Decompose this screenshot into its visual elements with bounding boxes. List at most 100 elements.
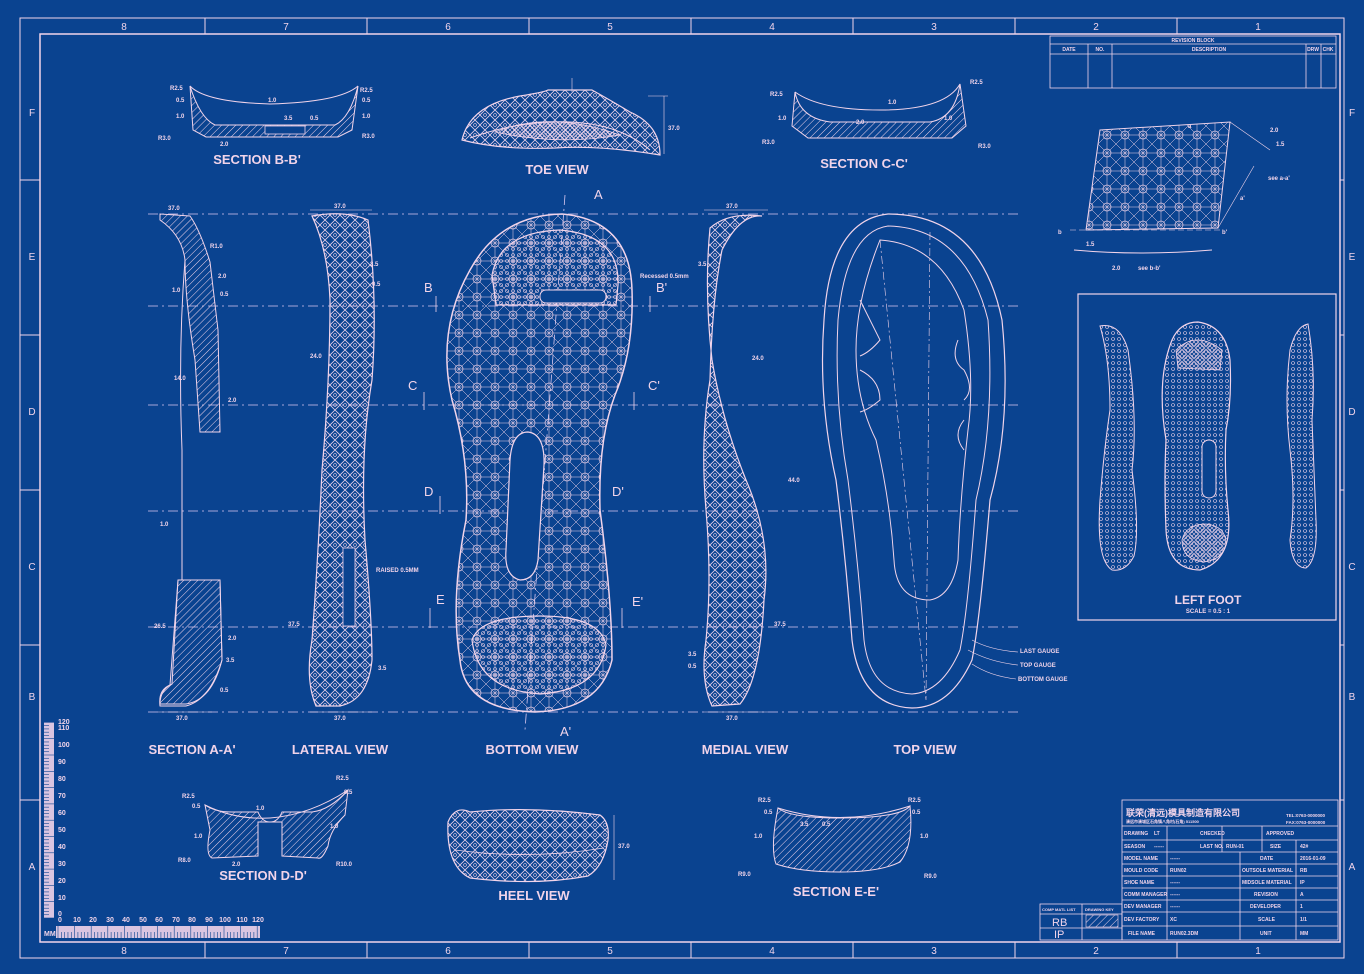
tb-value: 2016-01-09 [1300, 856, 1326, 862]
heel-view-title: HEEL VIEW [498, 888, 570, 903]
col-label: 1 [1255, 22, 1261, 33]
row-label: D [28, 407, 35, 418]
bottom-view-dims: Recessed 0.5mm [640, 274, 689, 280]
dim-label: 1.0 [362, 114, 371, 120]
col-label: 4 [769, 22, 775, 33]
dim-label: 2.0 [228, 636, 237, 642]
tb-label: APPROVED [1266, 831, 1294, 837]
ruler-label: 80 [58, 776, 66, 783]
col-label: 8 [121, 22, 127, 33]
section-dd-title: SECTION D-D' [219, 868, 307, 883]
col-label: 2 [1093, 22, 1099, 33]
dim-label: 24.0 [752, 356, 764, 362]
lateral-view-drawing [308, 209, 375, 713]
drawing-frame [19, 17, 1345, 959]
dim-label: 0.5 [764, 810, 773, 816]
ruler-unit: MM [44, 931, 56, 938]
tb-label: SCALE [1258, 917, 1276, 923]
dim-label: R9.0 [924, 874, 937, 880]
top-view-title: TOP VIEW [893, 742, 957, 757]
cut-mark: C [408, 378, 417, 393]
cut-mark: B [424, 280, 433, 295]
dim-label: a' [1240, 196, 1245, 202]
cut-mark: D' [612, 484, 624, 499]
lateral-view-dims: 37.0 3.5 0.5 24.0 RAISED 0.5MM 37.5 3.5 … [288, 204, 419, 722]
dim-label: 2.0 [218, 274, 227, 280]
dim-label: Recessed 0.5mm [640, 274, 689, 280]
dim-label: 1.5 [1276, 142, 1285, 148]
cut-markers: A A' B B' C C' D D' E E' [408, 187, 667, 739]
dim-label: R2.5 [758, 798, 771, 804]
revision-title: REVISION BLOCK [1171, 38, 1214, 44]
tb-value: XC [1170, 917, 1177, 923]
lateral-view-title: LATERAL VIEW [292, 742, 389, 757]
col-label: 2 [1093, 946, 1099, 957]
dim-label: 3.5 [226, 658, 235, 664]
dim-label: a [1188, 124, 1192, 130]
section-cc-dims: R2.5 1.0 R3.0 R2.5 R3.0 1.0 2.0 1.0 [762, 80, 991, 150]
dim-label: R3.0 [978, 144, 991, 150]
tb-label: DEV MANAGER [1124, 904, 1162, 910]
ruler-label: 10 [58, 895, 66, 902]
dim-label: R2.5 [170, 86, 183, 92]
dim-label: R8.0 [178, 858, 191, 864]
tb-label: OUTSOLE MATERIAL [1242, 868, 1293, 874]
dim-label: 3.5 [698, 262, 707, 268]
dim-label: 1.0 [920, 834, 929, 840]
dim-label: R2.5 [908, 798, 921, 804]
col-label: 6 [445, 946, 451, 957]
tb-label: SEASON [1124, 844, 1146, 850]
revision-labels: REVISION BLOCK DATE NO. DESCRIPTION DRW … [1062, 38, 1333, 53]
dim-label: 3.5 [370, 262, 379, 268]
revision-block [1049, 35, 1337, 89]
ruler-label: 0 [58, 917, 62, 924]
tb-value: RUN02 [1170, 868, 1187, 874]
dim-label: 0.5 [220, 292, 229, 298]
dim-label: 2.0 [228, 398, 237, 404]
section-aa-dims: 37.0 R1.0 2.0 1.0 0.5 14.0 2.0 1.0 26.5 … [154, 206, 237, 722]
dim-label: R9.0 [738, 872, 751, 878]
section-ee-drawing [772, 804, 912, 873]
cut-mark: E' [632, 594, 643, 609]
dim-label: R10.0 [336, 862, 353, 868]
row-label: A [29, 862, 36, 873]
tb-label: SHOE NAME [1124, 880, 1155, 886]
gauge-leaders [967, 639, 1019, 680]
dim-label: 37.0 [726, 716, 738, 722]
ruler-label: 120 [58, 719, 70, 726]
top-view-drawing [821, 213, 1006, 709]
dim-label: R3.0 [762, 140, 775, 146]
ruler-label: 30 [58, 861, 66, 868]
section-aa-title: SECTION A-A' [148, 742, 235, 757]
tb-value: 1/1 [1300, 917, 1307, 923]
dim-label: R3.0 [362, 134, 375, 140]
ruler-label: 60 [155, 917, 163, 924]
tb-value: ------ [1170, 892, 1180, 898]
row-label: D [1348, 407, 1355, 418]
tb-label: DRAWING KEY [1085, 907, 1114, 912]
tb-value: ------ [1154, 844, 1164, 850]
tb-label: COMM MANAGER [1124, 892, 1167, 898]
tb-value: A [1300, 892, 1304, 898]
left-foot-title: LEFT FOOT [1175, 593, 1242, 607]
dim-label: 37.5 [288, 622, 300, 628]
tb-label: LAST NO. [1200, 844, 1224, 850]
dim-label: 0.5 [362, 98, 371, 104]
ruler-label: 50 [139, 917, 147, 924]
col-label: 7 [283, 946, 289, 957]
cut-mark: E [436, 592, 445, 607]
tb-label: CHECKED [1200, 831, 1225, 837]
col-label: 3 [931, 22, 937, 33]
dim-label: 0.5 [344, 790, 353, 796]
dim-label: 1.0 [176, 114, 185, 120]
dim-label: R2.5 [336, 776, 349, 782]
heel-view-drawing [447, 809, 615, 883]
material-rb: RB [1052, 917, 1067, 929]
dim-label: R3.0 [158, 136, 171, 142]
left-foot-scale: SCALE = 0.5 : 1 [1186, 609, 1231, 615]
section-bb-drawing [189, 85, 359, 138]
tb-label: FILE NAME [1128, 931, 1156, 937]
dim-label: R2.5 [970, 80, 983, 86]
tb-label: UNIT [1260, 931, 1272, 937]
title-block [1039, 799, 1339, 941]
